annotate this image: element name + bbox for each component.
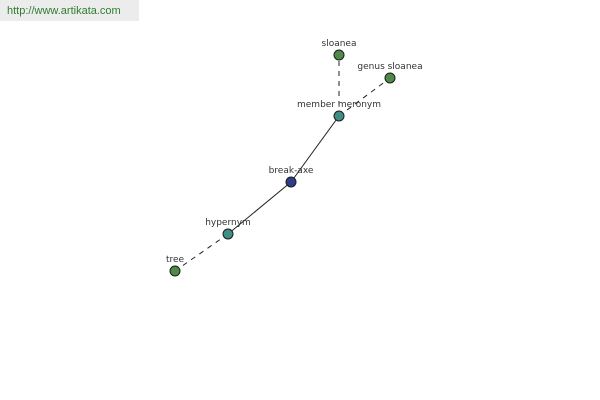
edges-layer [174,55,391,272]
node-hypernym[interactable]: hypernym [205,218,251,240]
node-sloanea-dot[interactable] [333,49,345,61]
node-break-axe-dot[interactable] [285,176,297,188]
node-genus-sloanea-dot[interactable] [384,72,396,84]
node-member-meronym[interactable]: member meronym [297,100,381,122]
node-genus-sloanea[interactable]: genus sloanea [357,62,423,84]
node-genus-sloanea-label: genus sloanea [357,62,422,72]
node-break-axe-label: break-axe [269,166,314,176]
node-hypernym-label: hypernym [205,218,251,228]
site-url-link[interactable]: http://www.artikata.com [7,5,121,17]
node-sloanea[interactable]: sloanea [322,39,357,61]
edge-break-axe-to-member-meronym [290,115,340,183]
edge-hypernym-to-tree [174,233,229,272]
nodes-layer: sloanea genus sloanea member meronym break-… [166,39,423,277]
node-hypernym-dot[interactable] [222,228,234,240]
node-tree-dot[interactable] [169,265,181,277]
node-member-meronym-label: member meronym [297,100,381,110]
url-banner: http://www.artikata.com [0,0,139,21]
node-tree-label: tree [166,255,185,265]
edge-break-axe-to-hypernym [227,181,292,235]
node-break-axe[interactable]: break-axe [269,166,314,188]
node-sloanea-label: sloanea [322,39,357,49]
edge-member-meronym-to-genus-sloanea [338,77,391,117]
node-member-meronym-dot[interactable] [333,110,345,122]
node-tree[interactable]: tree [166,255,185,277]
